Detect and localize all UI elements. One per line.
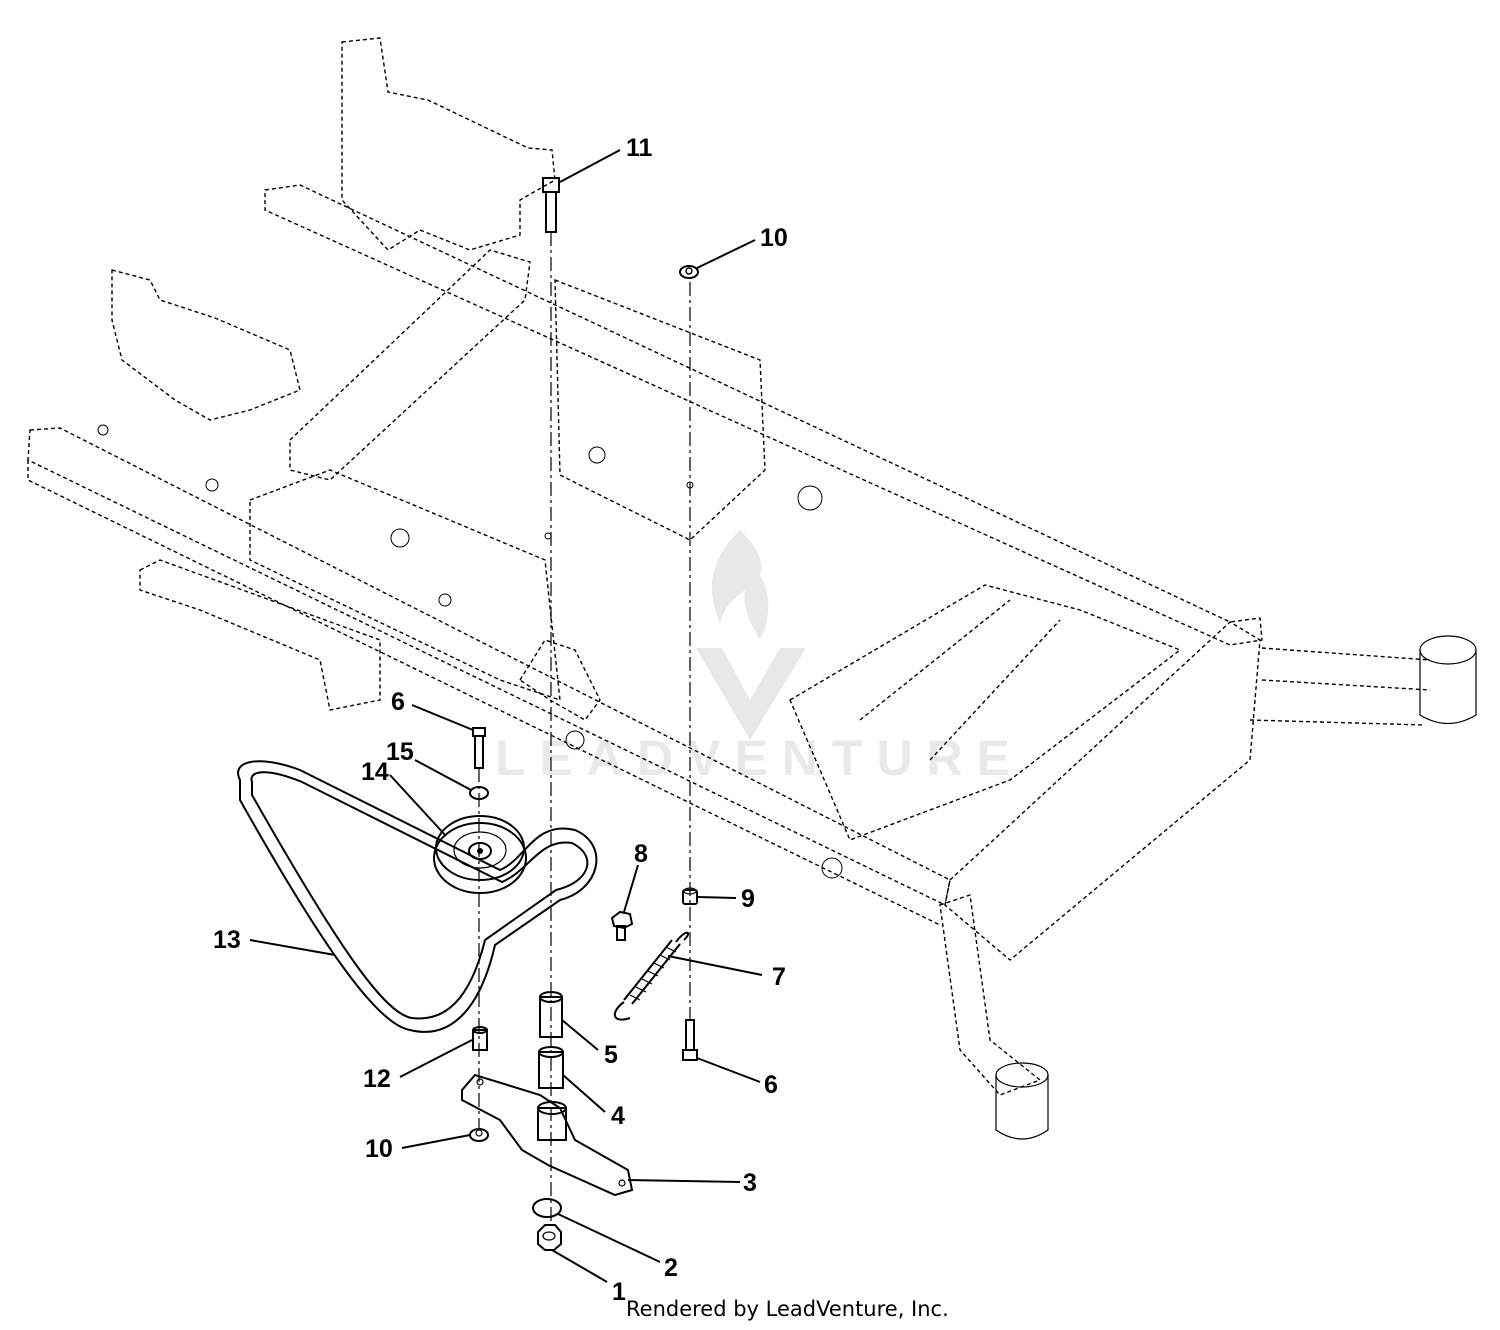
drive-belt-part-13 <box>237 760 598 1033</box>
callout-11: 11 <box>626 134 653 162</box>
callout-6: 6 <box>764 1071 778 1099</box>
front-caster-body-left <box>995 1075 1049 1140</box>
center-box <box>249 469 561 702</box>
washer-part-2 <box>532 1198 562 1218</box>
front-caster-body-right <box>1419 650 1477 725</box>
callout-6: 6 <box>391 688 405 716</box>
mower-frame <box>27 37 1477 1140</box>
left-main-rail-bottom <box>27 460 941 926</box>
watermark-text: LEADVENTURE <box>495 730 1024 786</box>
footplate-inner <box>859 599 1061 761</box>
bolt-part-6-upper <box>472 727 486 769</box>
callout-8: 8 <box>634 840 648 868</box>
watermark-v-icon <box>696 648 806 740</box>
rear-upright-plate <box>341 37 556 251</box>
callout-12: 12 <box>363 1065 391 1093</box>
front-caster-mount-left <box>995 1062 1049 1088</box>
callout-5: 5 <box>604 1041 618 1069</box>
watermark: LEADVENTURE <box>495 530 1024 786</box>
pivot-bracket <box>519 639 601 721</box>
callout-9: 9 <box>741 885 755 913</box>
footer-credit: Rendered by LeadVenture, Inc. <box>626 1297 949 1321</box>
callout-3: 3 <box>743 1169 757 1197</box>
nut-part-10-upper <box>679 265 699 279</box>
cross-tube-middle <box>554 278 766 541</box>
callout-labels: 11 10 6 15 14 8 9 13 7 5 12 6 4 10 3 2 1 <box>213 134 788 1306</box>
callout-10: 10 <box>760 224 788 252</box>
callout-15: 15 <box>386 738 414 766</box>
callout-2: 2 <box>664 1254 678 1282</box>
front-leg <box>939 894 1042 1096</box>
bolt-part-8 <box>610 910 634 941</box>
callout-13: 13 <box>213 926 241 954</box>
nut-part-1 <box>537 1224 562 1251</box>
lower-mount-bracket <box>139 559 381 711</box>
callout-10: 10 <box>365 1135 393 1163</box>
callout-1: 1 <box>612 1278 626 1306</box>
right-main-rail <box>264 184 1263 646</box>
front-crossmember <box>944 621 1261 961</box>
cross-tube-rear <box>289 249 531 481</box>
callout-14: 14 <box>361 758 389 786</box>
leader-lines <box>249 149 763 1283</box>
bolt-part-6-lower <box>682 1019 698 1061</box>
callout-7: 7 <box>772 963 786 991</box>
assembly-center-lines <box>478 232 691 1225</box>
spacer-part-12 <box>472 1026 488 1051</box>
footplate <box>789 584 1182 841</box>
front-axle-tube <box>1249 647 1431 726</box>
idler-arm-part-3 <box>461 1073 634 1197</box>
watermark-flame-icon <box>711 530 769 640</box>
nut-part-10-lower <box>469 1128 489 1142</box>
front-caster-mount-right <box>1419 635 1477 665</box>
rail-holes <box>97 424 843 879</box>
front-upright-plate <box>111 269 301 421</box>
tension-spring-part-7 <box>614 931 690 1021</box>
callout-4: 4 <box>611 1102 625 1130</box>
